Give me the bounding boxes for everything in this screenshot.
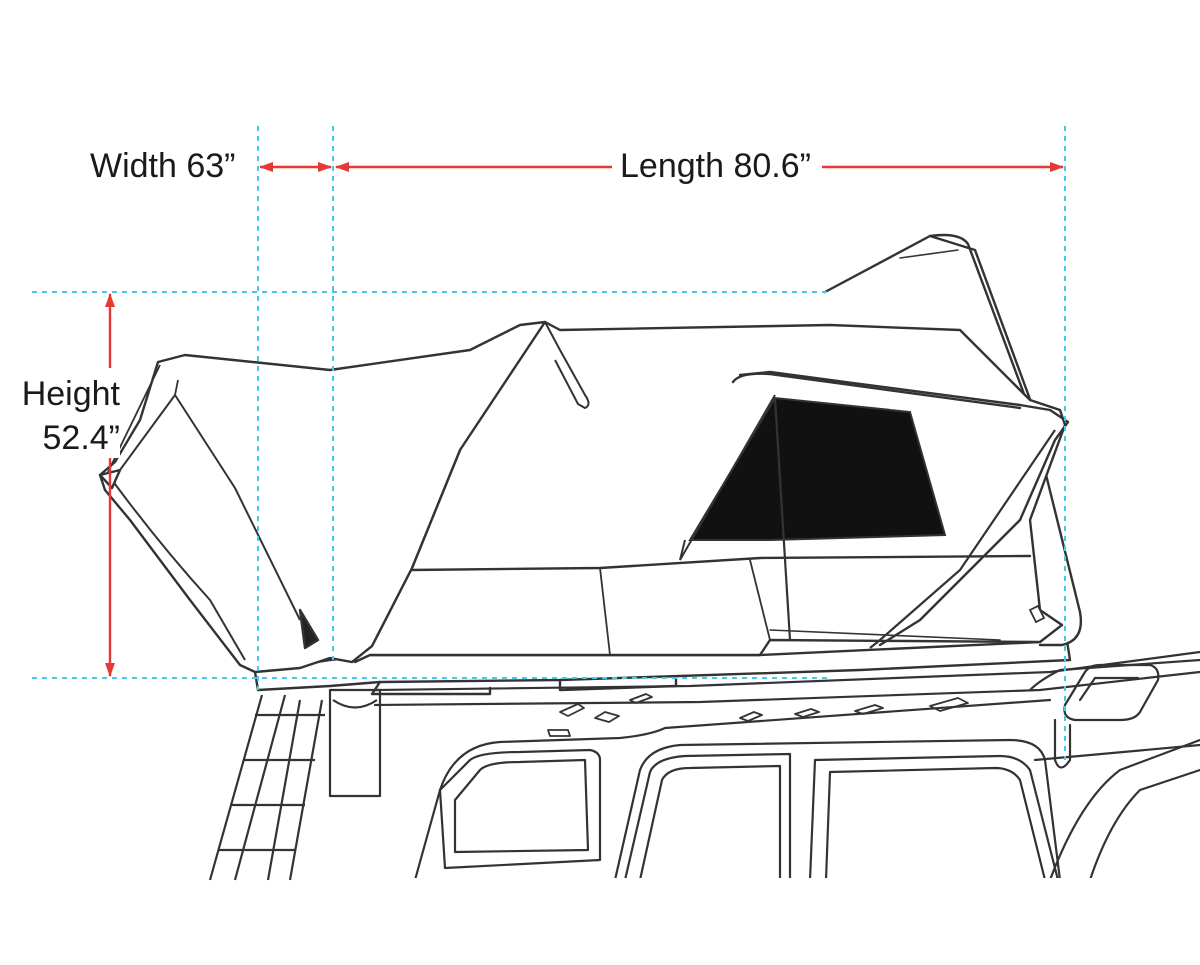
height-label: Height: [20, 374, 120, 414]
width-label: Width 63”: [90, 147, 236, 185]
height-value: 52.4”: [26, 418, 120, 458]
zipper-pull: [544, 321, 590, 410]
side-mirror: [1063, 663, 1160, 722]
window-strap: [773, 397, 792, 641]
tent-side-panel: [98, 320, 547, 674]
roof-rack-slots: [547, 693, 969, 737]
roof-rail: [373, 650, 1200, 692]
vehicle-outline: [203, 650, 1200, 882]
ladder: [208, 688, 382, 881]
door-frame: [613, 738, 1062, 882]
vehicle-body: [413, 698, 1052, 882]
length-label: Length 80.6”: [614, 146, 817, 186]
front-awning: [738, 370, 1070, 647]
hanging-strap: [328, 688, 382, 798]
guide-lines: [32, 126, 1066, 760]
dimension-arrows: [105, 162, 1064, 677]
front-window: [453, 758, 590, 854]
